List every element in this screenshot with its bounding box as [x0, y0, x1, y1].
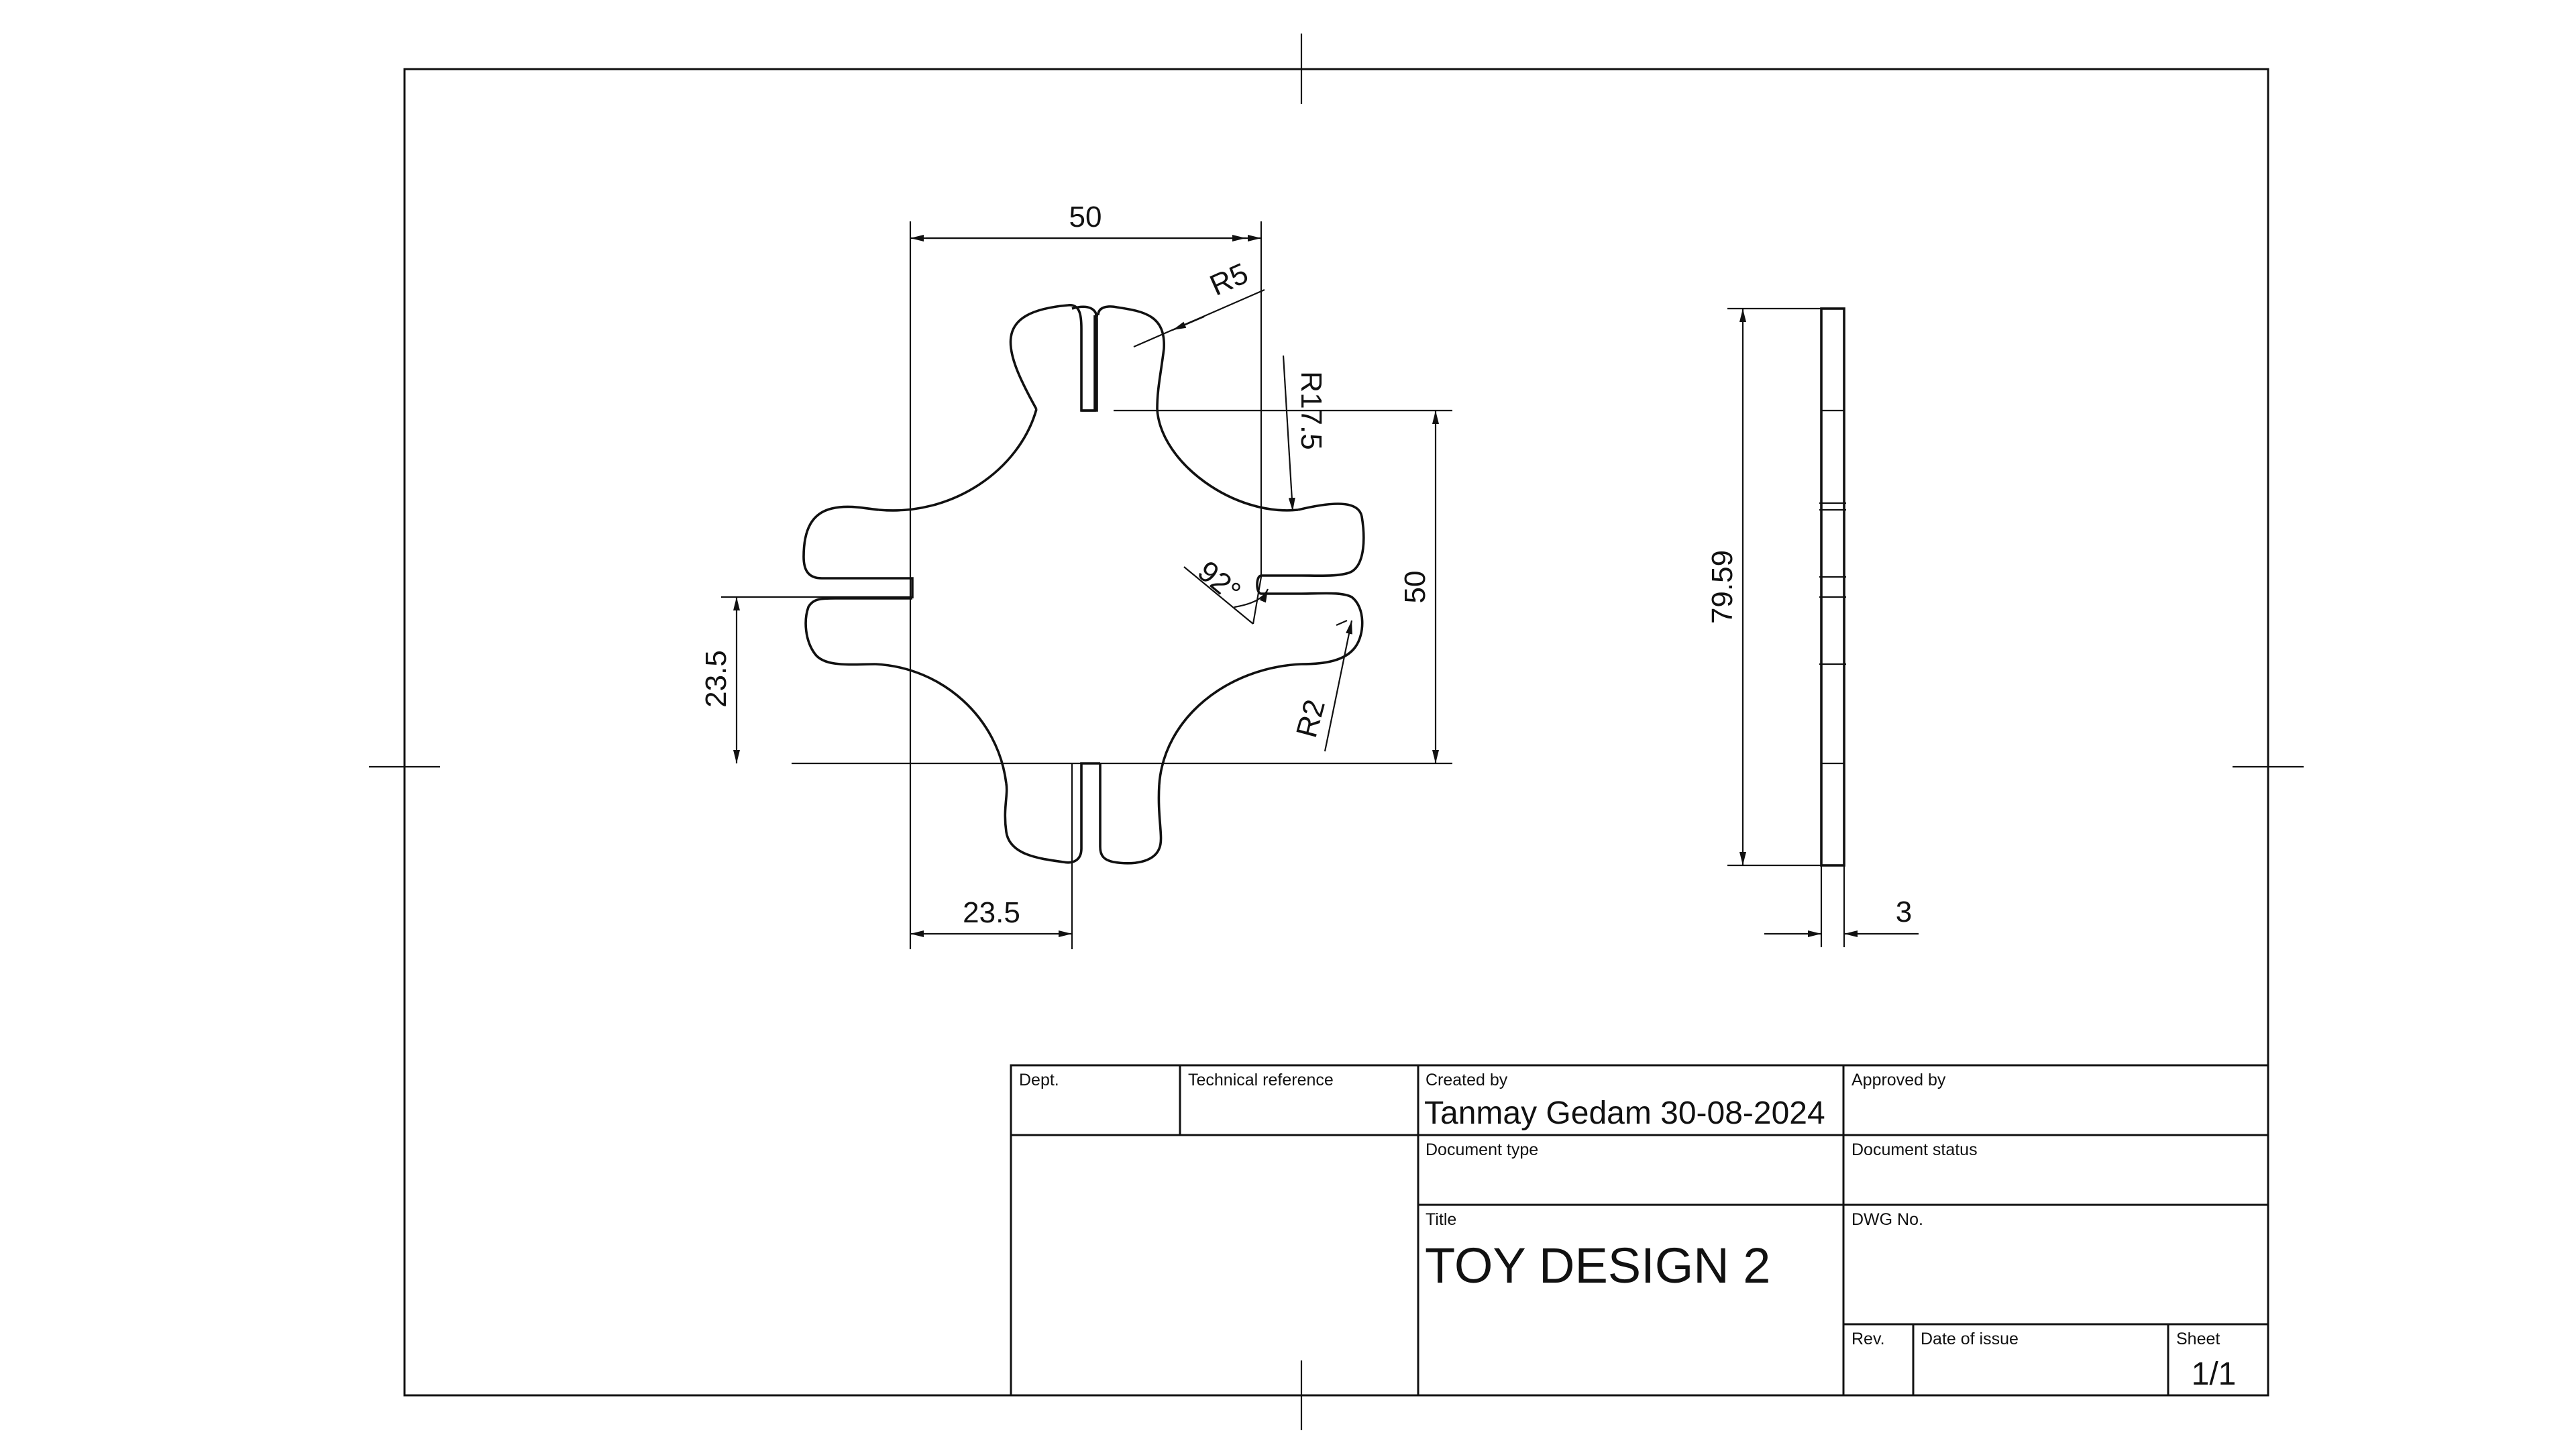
dimension-radius-r2: R2 [1290, 619, 1353, 752]
dim-width-top-text: 50 [1069, 201, 1102, 233]
dimension-thickness: 3 [1764, 865, 1919, 947]
dim-thickness-text: 3 [1896, 896, 1912, 928]
title-label: Title [1426, 1210, 1456, 1229]
title-value: TOY DESIGN 2 [1425, 1238, 1770, 1293]
document-type-label: Document type [1426, 1140, 1538, 1159]
dim-radius-r2-text: R2 [1290, 696, 1332, 741]
part-front-view [802, 304, 1365, 865]
sheet-label: Sheet [2176, 1330, 2220, 1348]
dim-radius-r5-text: R5 [1205, 257, 1252, 303]
sheet-frame [369, 34, 2304, 1430]
created-by-label: Created by [1426, 1071, 1508, 1089]
created-by-value: Tanmay Gedam 30-08-2024 [1424, 1095, 1825, 1131]
dimension-height-right: 50 [792, 409, 1452, 765]
dimension-width-top: 50 [909, 201, 1263, 577]
date-of-issue-label: Date of issue [1921, 1330, 2019, 1348]
technical-reference-label: Technical reference [1188, 1071, 1334, 1089]
approved-by-label: Approved by [1851, 1071, 1946, 1089]
dim-height-right-text: 50 [1399, 571, 1432, 604]
title-block: Dept. Technical reference Created by Tan… [1010, 1064, 2269, 1397]
dim-bottom-horizontal-text: 23.5 [963, 896, 1020, 929]
dept-label: Dept. [1019, 1071, 1059, 1089]
dim-angle-text: 92° [1191, 555, 1246, 608]
dim-side-height-text: 79.59 [1706, 550, 1739, 624]
dimension-bottom-horizontal: 23.5 [909, 577, 1073, 949]
rev-label: Rev. [1851, 1330, 1885, 1348]
part-side-view [1819, 307, 1846, 867]
dwg-no-label: DWG No. [1851, 1210, 1923, 1229]
dimension-left-vertical: 23.5 [700, 596, 912, 763]
dimension-angle: 92° [1183, 555, 1269, 625]
dimension-radius-r17-5: R17.5 [1282, 355, 1328, 512]
sheet-value: 1/1 [2192, 1356, 2237, 1392]
dimension-side-height: 79.59 [1706, 307, 1821, 867]
document-status-label: Document status [1851, 1140, 1978, 1159]
dim-left-vertical-text: 23.5 [700, 650, 733, 708]
dimension-radius-r5: R5 [1133, 257, 1265, 348]
